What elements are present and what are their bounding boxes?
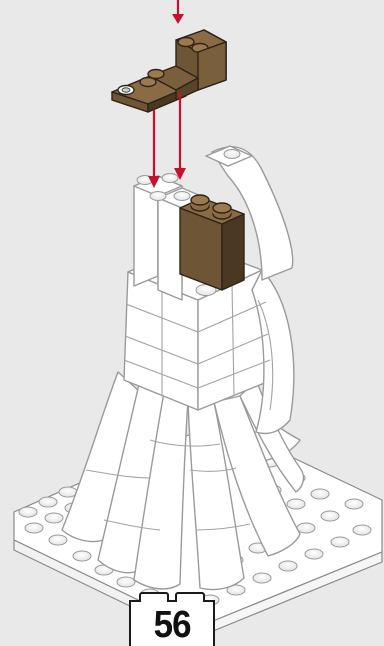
step-number: 56 bbox=[153, 606, 190, 644]
brown-slope-piece bbox=[112, 30, 226, 112]
badge-stud-left bbox=[139, 592, 169, 602]
brown-tall-brick bbox=[180, 195, 244, 290]
badge-studs bbox=[139, 592, 205, 602]
badge-stud-right bbox=[175, 592, 205, 602]
step-number-badge: 56 bbox=[129, 600, 215, 646]
